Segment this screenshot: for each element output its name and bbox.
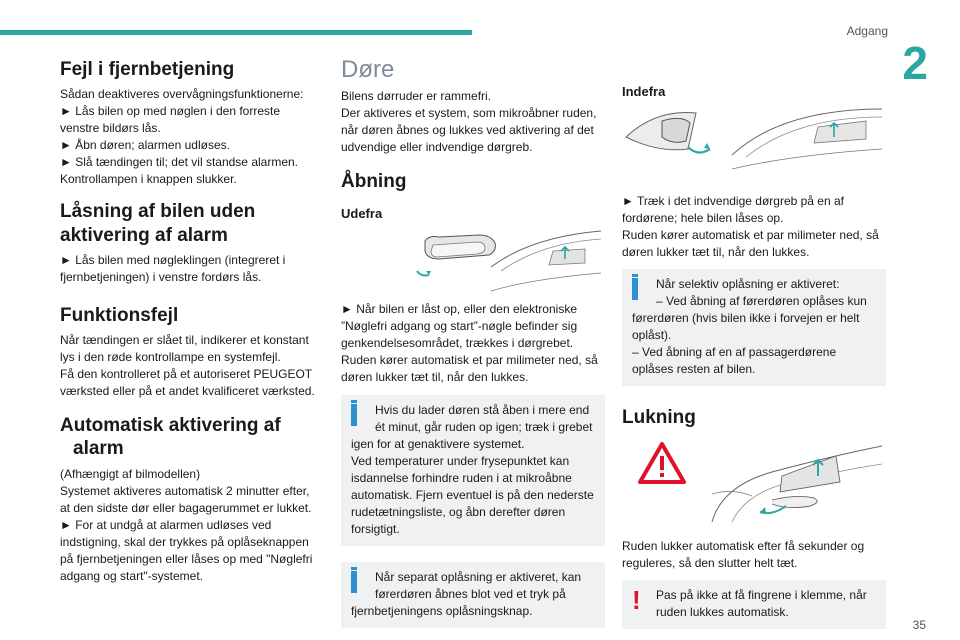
text-line: ”Nøglefri adgang og start”-nøgle befinde…	[341, 319, 578, 333]
text-line: Ved temperaturer under frysepunktet kan	[351, 454, 570, 468]
page-number: 35	[912, 618, 926, 632]
text-line: Pas på ikke at få fingrene i klemme, når	[656, 588, 867, 602]
text-line: ► Lås bilen op med nøglen i den forreste	[60, 104, 281, 118]
text-line: indstigning, skal der trykkes på oplåsek…	[60, 535, 309, 549]
info-note-selektiv-oplaasning: Når selektiv oplåsning er aktiveret: – V…	[622, 269, 886, 386]
text-line: førerdøren (hvis bilen ikke i forvejen e…	[632, 311, 860, 325]
info-icon	[632, 274, 638, 300]
header-accent-bar	[0, 30, 472, 35]
text-line: ► Slå tændingen til; det vil standse ala…	[60, 155, 299, 169]
text-line: rudetætningsliste, og åbn derefter døren	[351, 505, 566, 519]
paragraph-lukning: Ruden lukker automatisk efter få sekunde…	[622, 538, 886, 572]
text-line: oplåst).	[632, 328, 672, 342]
text-line: ► For at undgå at alarmen udløses ved	[60, 518, 272, 532]
paragraph-laasning: ► Lås bilen med nøgleklingen (integreret…	[60, 252, 322, 286]
text-line: fjernbetjeningen) i venstre fordørs lås.	[60, 270, 262, 284]
text-line: genkendelsesområdet, trækkes i dørgrebet…	[341, 336, 574, 350]
subheading-indefra: Indefra	[622, 84, 666, 99]
text-line: Når selektiv oplåsning er aktiveret:	[656, 277, 840, 291]
heading-aabning: Åbning	[341, 171, 407, 192]
illustration-window-closing	[622, 436, 886, 524]
text-line: (Afhængigt af bilmodellen)	[60, 467, 201, 481]
info-icon	[351, 567, 357, 593]
text-line: værksted eller på et andet kvalificeret …	[60, 384, 315, 398]
heading-automatisk-aktivering: Automatisk aktivering af alarm	[60, 415, 281, 459]
text-line: igen for at genaktivere systemet.	[351, 437, 525, 451]
text-line: fjernbetjeningens oplåsningsknap.	[351, 604, 533, 618]
text-line: på fjernbetjeningen eller låses op med "…	[60, 552, 313, 566]
text-line: isdannelse forhindre ruden i at mikroåbn…	[351, 471, 572, 485]
column-2: Døre Bilens dørruder er rammefri. Der ak…	[341, 56, 605, 628]
paragraph-fejl: Sådan deaktiveres overvågningsfunktioner…	[60, 86, 322, 188]
heading-lukning: Lukning	[622, 407, 696, 428]
illustration-exterior-handle	[341, 227, 605, 293]
text-line: Hvis du lader døren stå åben i mere end	[375, 403, 590, 417]
text-line: forsigtigt.	[351, 522, 400, 536]
text-line: når døren åbnes og lukkes ved aktivering…	[341, 123, 594, 137]
text-line: oplåses resten af bilen.	[632, 362, 756, 376]
info-note-door-open: Hvis du lader døren stå åben i mere end …	[341, 395, 605, 546]
column-3: Indefra ► Træk i det indvendige dørgreb …	[622, 56, 886, 629]
subheading-udefra: Udefra	[341, 206, 383, 221]
text-line: Ruden kører automatisk et par milimeter …	[622, 228, 879, 242]
text-line: Systemet aktiveres automatisk 2 minutter…	[60, 484, 310, 498]
info-note-separat-oplaasning: Når separat oplåsning er aktiveret, kan …	[341, 562, 605, 628]
text-line: ét minut, går ruden op igen; træk i greb…	[375, 420, 593, 434]
text-line: ► Træk i det indvendige dørgreb på en af	[622, 194, 844, 208]
warning-triangle-icon	[638, 442, 686, 484]
chapter-number: 2	[902, 37, 928, 89]
text-line: Sådan deaktiveres overvågningsfunktioner…	[60, 87, 304, 101]
text-line: Ruden lukker automatisk efter få sekunde…	[622, 539, 865, 553]
text-line: Kontrollampen i knappen slukker.	[60, 172, 237, 186]
text-line: adgang og start"-systemet.	[60, 569, 203, 583]
heading-doere: Døre	[341, 56, 395, 83]
text-line: ruden lukkes automatisk.	[656, 605, 789, 619]
text-line: døren lukker tæt til, når den lukkes.	[341, 370, 529, 384]
text-line: ► Lås bilen med nøgleklingen (integreret…	[60, 253, 286, 267]
text-line: udvendige eller indvendige dørgreb.	[341, 140, 533, 154]
warning-note-fingers: ! Pas på ikke at få fingrene i klemme, n…	[622, 580, 886, 629]
paragraph-udefra: ► Når bilen er låst op, eller den elektr…	[341, 301, 605, 386]
paragraph-indefra: ► Træk i det indvendige dørgreb på en af…	[622, 193, 886, 261]
text-line: Når tændingen er slået til, indikerer et…	[60, 333, 309, 347]
exterior-door-handle-illustration	[416, 230, 602, 292]
text-line: venstre bildørs lås.	[60, 121, 161, 135]
window-closing-illustration	[638, 442, 883, 523]
text-line: – Ved åbning af førerdøren oplåses kun	[656, 294, 867, 308]
text-line: Bilens dørruder er rammefri.	[341, 89, 492, 103]
warning-icon: !	[632, 585, 641, 615]
illustration-interior-handle	[622, 107, 886, 171]
text-line: – Ved åbning af en af passagerdørene	[632, 345, 837, 359]
paragraph-automatisk: (Afhængigt af bilmodellen) Systemet akti…	[60, 466, 322, 585]
text-line: at den sidste dør eller bagagerummet er …	[60, 501, 312, 515]
heading-laasning: Låsning af bilen uden aktivering af alar…	[60, 201, 256, 246]
text-line: Der aktiveres et system, som mikroåbner …	[341, 106, 597, 120]
text-line: reguleres, så den slutter helt tæt.	[622, 556, 798, 570]
text-line: Ruden kører automatisk et par milimeter …	[341, 353, 598, 367]
text-line: automatisk. Fjern eventuel is på den ned…	[351, 488, 594, 502]
text-line: førerdøren åbnes blot ved et tryk på	[375, 587, 566, 601]
text-line: ► Når bilen er låst op, eller den elektr…	[341, 302, 577, 316]
paragraph-doere: Bilens dørruder er rammefri. Der aktiver…	[341, 88, 605, 156]
column-1: Fejl i fjernbetjening Sådan deaktiveres …	[60, 56, 322, 585]
text-line: Få den kontrolleret på et autoriseret PE…	[60, 367, 313, 381]
section-name: Adgang	[846, 24, 888, 38]
text-line: ► Åbn døren; alarmen udløses.	[60, 138, 230, 152]
text-line: Når separat oplåsning er aktiveret, kan	[375, 570, 582, 584]
text-line: lys i den røde kontrollampe en systemfej…	[60, 350, 281, 364]
paragraph-funktionsfejl: Når tændingen er slået til, indikerer et…	[60, 332, 322, 400]
text-line: fordørene; hele bilen låses op.	[622, 211, 784, 225]
text-line: døren lukker tæt til, når den lukkes.	[622, 245, 810, 259]
heading-fejl-fjernbetjening: Fejl i fjernbetjening	[60, 59, 235, 80]
heading-funktionsfejl: Funktionsfejl	[60, 305, 179, 326]
interior-door-handle-illustration	[625, 108, 883, 170]
info-icon	[351, 400, 357, 426]
